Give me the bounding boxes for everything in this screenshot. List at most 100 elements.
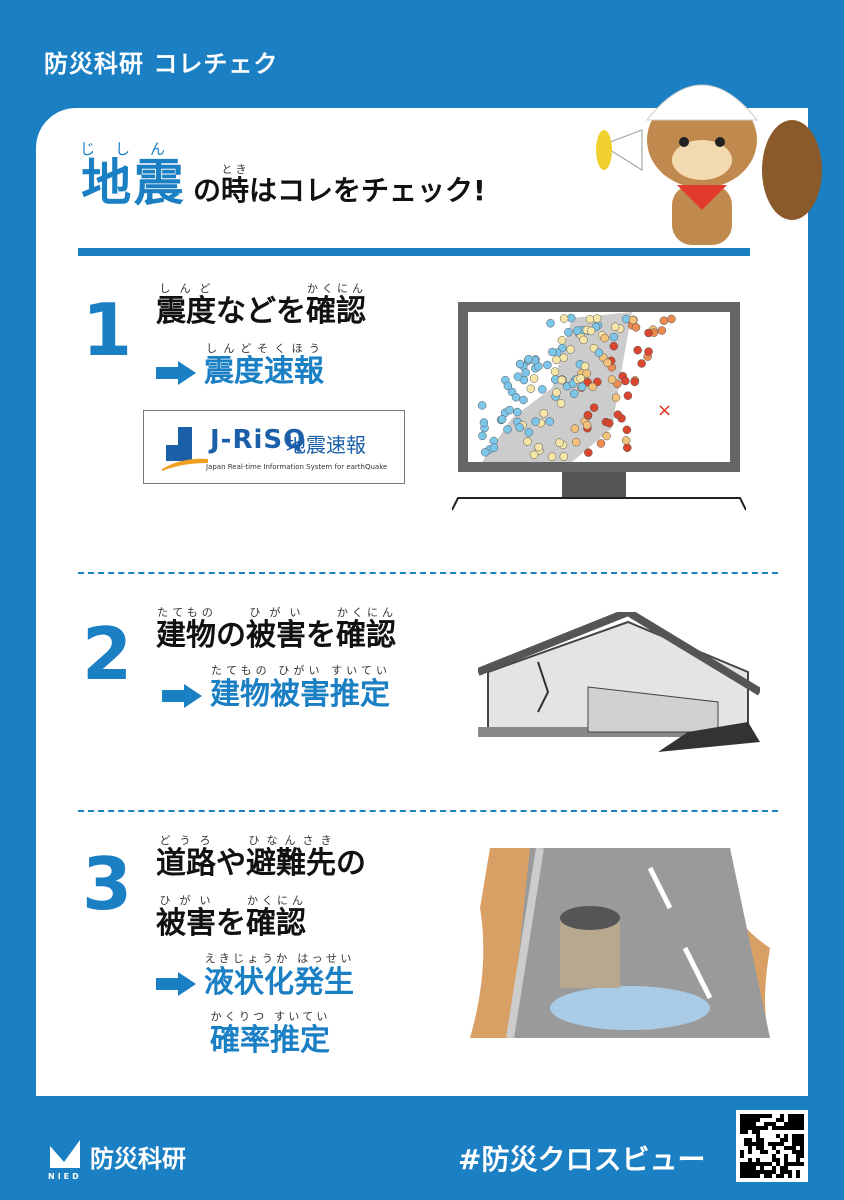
intensity-dot [556,399,566,408]
word: 建物 [156,618,216,653]
qr-module [788,1146,792,1150]
squirrel-mascot-with-megaphone [596,84,822,245]
qr-module [780,1138,784,1142]
intensity-dot [529,374,539,383]
qr-module [760,1166,764,1170]
intensity-dot [529,450,539,460]
word: 被害 [156,906,216,941]
word: 震度速報 [204,354,324,389]
word: 確認 [246,906,306,941]
qr-module [756,1126,760,1130]
intensity-dot [631,323,641,332]
intensity-dot [582,369,591,378]
intensity-dot [605,418,614,428]
qr-module [768,1174,772,1178]
intensity-dot [552,355,561,365]
step-3-target-line2: 確率推定かくりつ すいてい [210,1010,330,1059]
intensity-dot [628,315,638,325]
qr-module [784,1134,788,1138]
nied-logo[interactable]: 防災科研 NIED [48,1138,186,1181]
qr-module [772,1170,776,1174]
qr-module [788,1162,792,1166]
qr-module [740,1170,744,1174]
step-3-text-line1: 道路どうろや避難先ひなんさきの [156,834,366,882]
intensity-dot [583,410,593,420]
monitor-intensity-map-illustration: × [452,302,746,511]
qr-module [800,1146,804,1150]
qr-module [756,1118,760,1122]
furigana: たてもの [156,606,216,619]
intensity-dot [552,388,561,397]
furigana: ひなんさき [246,834,336,847]
qr-module [760,1142,764,1146]
headline-sub: の時ときはコレをチェック! [193,163,486,209]
qr-module [748,1162,752,1166]
qr-module [788,1126,792,1130]
qr-code[interactable] [736,1110,808,1182]
qr-module [792,1126,796,1130]
ruby-word: 被害ひがい [156,894,216,941]
qr-module [792,1150,796,1154]
furigana: じしん [80,140,186,158]
nied-mark-icon [50,1140,80,1168]
qr-module [752,1162,756,1166]
arrow-icon [162,683,202,708]
word: 確率推定 [210,1023,330,1058]
qr-module [800,1142,804,1146]
qr-module [796,1170,800,1174]
qr-module [772,1166,776,1170]
intensity-dot [523,437,532,446]
furigana: とき [221,163,250,176]
step-1-text: 震度しんどなどを確認かくにん [156,282,366,330]
jrisq-logo[interactable]: J-RiSQ 地震速報 Japan Real-time Information … [143,410,405,484]
qr-module [744,1174,748,1178]
intensity-dot [503,425,512,434]
qr-module [792,1118,796,1122]
qr-module [788,1114,792,1118]
step-number-1: 1 [82,288,133,372]
qr-module [764,1174,768,1178]
qr-module [792,1134,796,1138]
intensity-dot [531,417,540,426]
qr-module [792,1122,796,1126]
qr-module [756,1158,760,1162]
intensity-dot [559,314,569,323]
text-segment: の [193,174,222,207]
qr-module [800,1154,804,1158]
qr-module [756,1170,760,1174]
qr-module [748,1118,752,1122]
intensity-dot [557,375,567,385]
qr-module [740,1126,744,1130]
ruby-word: 地震じしん [80,140,185,212]
epicenter-mark: × [657,400,672,421]
intensity-dot [623,443,632,453]
qr-module [744,1170,748,1174]
jrisq-english: Japan Real-time Information System for e… [206,463,388,471]
qr-module [756,1134,760,1138]
qr-module [796,1174,800,1178]
ruby-word: 被害ひがい [246,606,306,653]
qr-module [752,1126,756,1130]
qr-module [740,1166,744,1170]
qr-module [748,1126,752,1130]
intensity-dot [479,418,489,427]
intensity-dot [610,322,620,332]
ruby-word: 液状化発生えきじょうか はっせい [204,952,354,1000]
intensity-dot [571,437,581,447]
intensity-dot [582,420,592,430]
furigana: かくにん [336,606,396,619]
qr-module [748,1170,752,1174]
poster-header-title: 防災科研 コレチェク [44,50,279,78]
qr-module [796,1142,800,1146]
furigana: たてもの ひがい すいてい [210,664,390,677]
qr-module [744,1166,748,1170]
intensity-dot [576,374,585,383]
intensity-dot [566,345,575,354]
qr-module [772,1154,776,1158]
qr-module [756,1138,760,1142]
qr-module [784,1158,788,1162]
qr-module [740,1114,744,1118]
intensity-dot [539,409,549,418]
qr-module [752,1130,756,1134]
intensity-dot [559,353,568,363]
